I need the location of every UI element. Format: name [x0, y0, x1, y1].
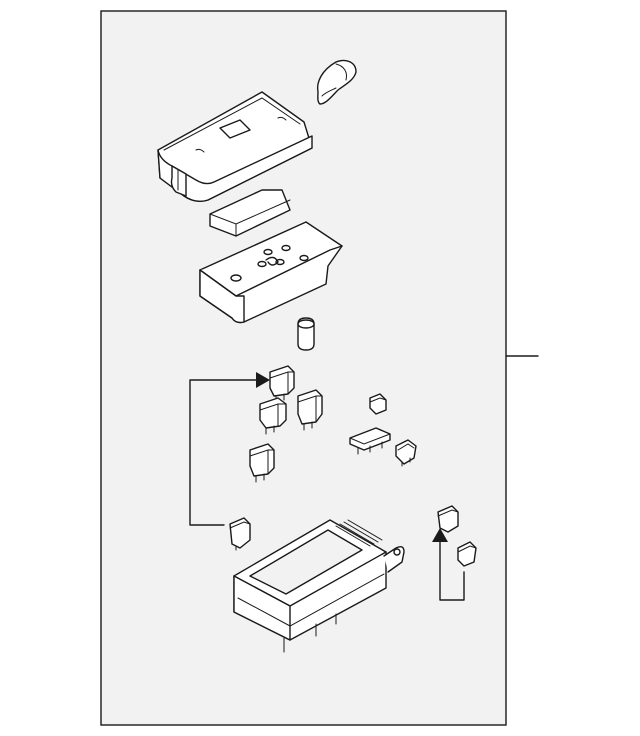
mini-fuse	[437, 505, 459, 533]
cover-clip	[209, 189, 291, 237]
mini-fuse	[395, 439, 417, 467]
relay	[349, 427, 391, 455]
relay	[297, 389, 323, 431]
fuse-puller-plate	[199, 221, 343, 324]
mini-fuse	[229, 517, 251, 551]
fuse-box-cover	[157, 91, 313, 203]
mini-fuse-location-arrow	[432, 528, 465, 601]
relay	[259, 397, 287, 435]
relay	[249, 443, 275, 483]
cartridge-fuse	[297, 317, 315, 351]
mini-fuse	[369, 393, 387, 415]
cover-latch	[316, 59, 357, 105]
relay-location-arrow	[189, 372, 270, 526]
relay	[269, 365, 295, 403]
mini-fuse	[457, 541, 477, 567]
fuse-box-base	[233, 519, 405, 653]
